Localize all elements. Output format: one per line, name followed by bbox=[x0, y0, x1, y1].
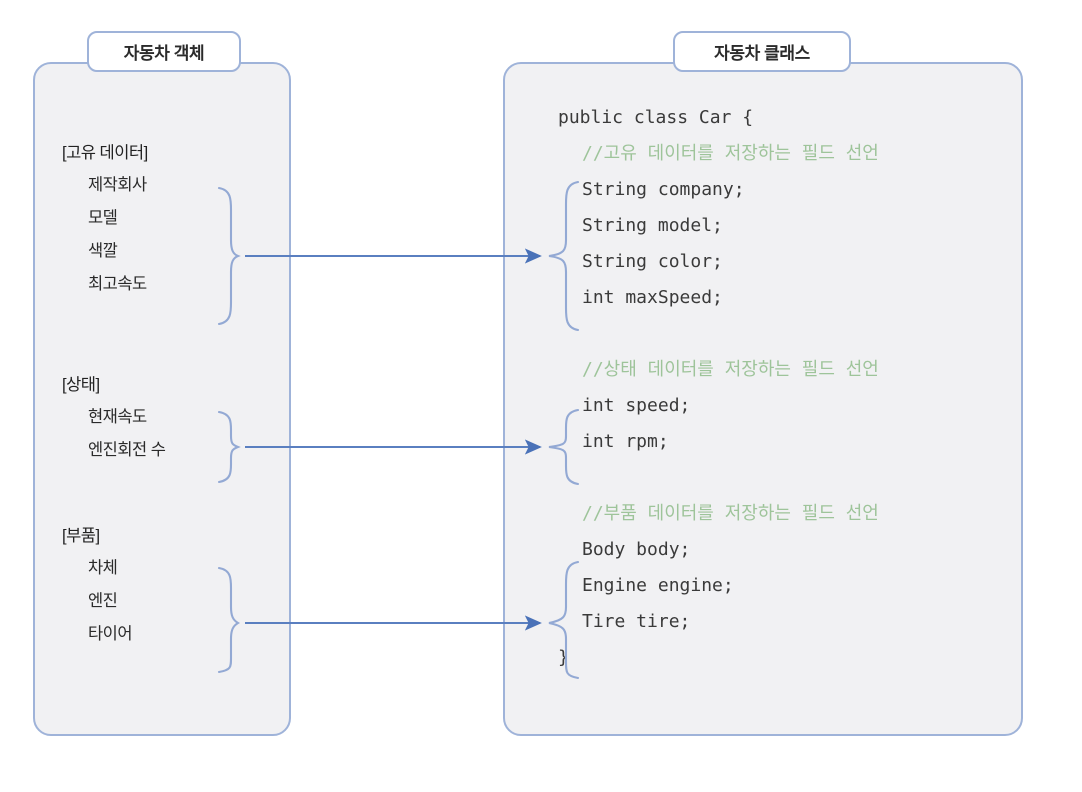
group-item-list: 차체 엔진 타이어 bbox=[88, 552, 133, 651]
code-line: int speed; bbox=[582, 395, 691, 416]
list-item: 현재속도 bbox=[88, 408, 147, 426]
object-group-goyu: [고유 데이터] 제작회사 모델 색깔 최고속도 bbox=[62, 139, 148, 301]
code-line: //부품 데이터를 저장하는 필드 선언 bbox=[582, 503, 879, 524]
object-panel-title: 자동차 객체 bbox=[87, 31, 241, 72]
list-item: 차체 bbox=[88, 559, 118, 577]
code-line: int rpm; bbox=[582, 431, 669, 452]
object-group-bupum: [부품] 차체 엔진 타이어 bbox=[62, 522, 133, 651]
code-line-spacer bbox=[558, 460, 879, 496]
code-line: Tire tire; bbox=[582, 611, 691, 632]
code-line: Engine engine; bbox=[582, 575, 734, 596]
code-line: //고유 데이터를 저장하는 필드 선언 bbox=[582, 143, 879, 164]
list-item: 엔진 bbox=[88, 592, 118, 610]
list-item: 제작회사 bbox=[88, 176, 147, 194]
code-line-spacer bbox=[558, 316, 879, 352]
group-item-list: 제작회사 모델 색깔 최고속도 bbox=[88, 169, 148, 301]
class-panel bbox=[503, 62, 1023, 736]
group-item-list: 현재속도 엔진회전 수 bbox=[88, 401, 166, 467]
code-line: String company; bbox=[582, 179, 745, 200]
code-line: } bbox=[558, 647, 569, 668]
group-header: [부품] bbox=[62, 527, 100, 545]
list-item: 엔진회전 수 bbox=[88, 441, 166, 459]
class-code-block: public class Car { //고유 데이터를 저장하는 필드 선언 … bbox=[558, 100, 879, 676]
group-header: [고유 데이터] bbox=[62, 144, 148, 162]
list-item: 모델 bbox=[88, 209, 118, 227]
list-item: 색깔 bbox=[88, 242, 118, 260]
code-line: int maxSpeed; bbox=[582, 287, 723, 308]
object-group-sangtae: [상태] 현재속도 엔진회전 수 bbox=[62, 371, 166, 467]
list-item: 타이어 bbox=[88, 625, 133, 643]
group-header: [상태] bbox=[62, 376, 100, 394]
code-line: String model; bbox=[582, 215, 723, 236]
class-panel-title: 자동차 클래스 bbox=[673, 31, 851, 72]
code-line: public class Car { bbox=[558, 107, 754, 128]
list-item: 최고속도 bbox=[88, 275, 147, 293]
code-line: //상태 데이터를 저장하는 필드 선언 bbox=[582, 359, 879, 380]
code-line: String color; bbox=[582, 251, 723, 272]
code-line: Body body; bbox=[582, 539, 691, 560]
